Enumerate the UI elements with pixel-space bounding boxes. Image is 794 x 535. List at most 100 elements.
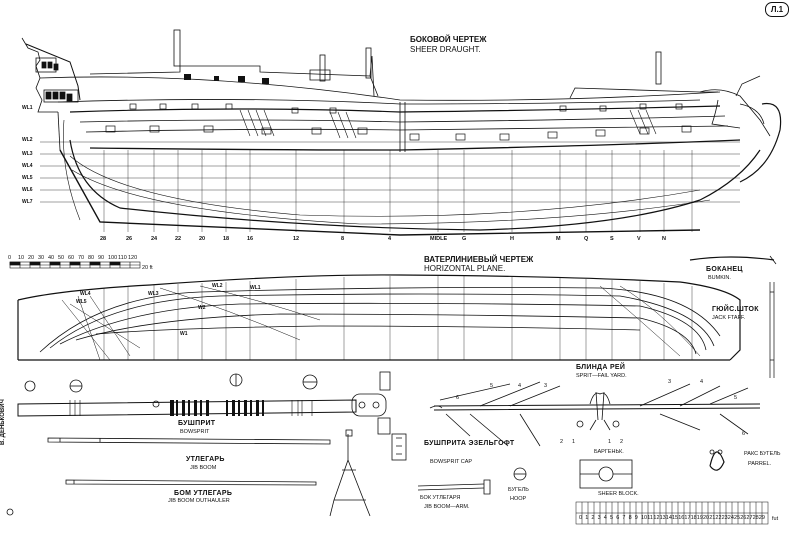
waterline-label: WL5 [22,175,33,181]
station-label: S [610,236,614,242]
ruler-number: 5 [610,515,614,521]
half-breadth-wl-label: WL2 [212,283,223,289]
scale-label: 60 [68,255,75,261]
waterline-label: WL3 [22,151,33,157]
station-label: 20 [199,236,206,242]
station-label: 22 [175,236,182,242]
sheer-title-en: SHEER DRAUGHT. [410,45,481,54]
sheer-draught-hull [21,37,782,236]
ruler-number: 24 [727,515,734,521]
scale-label: 110 [118,255,127,261]
yard-number: 4 [518,383,522,389]
half-breadth-title-ru: ВАТЕРЛИНИЕВЫЙ ЧЕРТЕЖ [424,255,534,264]
scale-label: 80 [88,255,95,261]
yard-number: 1 [572,439,576,445]
ruler-number: 25 [734,515,741,521]
station-label: 24 [151,236,158,242]
jib-outhauler-label-ru: БОМ УТЛЕГАРЬ [174,490,233,497]
bowsprit-label-en: BOWSPRIT [180,429,210,435]
half-breadth-stations [103,276,693,360]
hoop-label-ru: БУГЕЛЬ [508,487,529,493]
ruler-number: 0 [579,515,583,521]
station-label: 28 [100,236,107,242]
ruler-number: 20 [703,515,710,521]
half-breadth-plan [17,274,741,361]
yard-number: 6 [742,431,746,437]
jib-boom-arm-small [417,479,491,495]
waterline-label: WL4 [22,163,33,169]
sheer-stations [103,150,693,232]
station-label: 4 [388,236,392,242]
yard-number: 2 [620,439,624,445]
half-breadth-wl-label: WL3 [148,291,159,297]
waterline-label: WL7 [22,199,33,205]
ruler-number: 6 [616,515,620,521]
ruler-number: 27 [746,515,753,521]
author-signature: В. ДЕНЬКОВИЧ [0,399,6,445]
scale-label: 0 [8,255,12,261]
yard-number: 5 [490,383,494,389]
scale-label: 10 [18,255,25,261]
bowsprit-cap-label-ru: БУШПРИТА ЭЗЕЛЬГОФТ [424,440,515,447]
jib-boom-arm-drawing [329,429,407,517]
station-label: 12 [293,236,300,242]
scale-label: 20 [28,255,35,261]
ruler-number: 11 [647,515,653,521]
ruler-number: 22 [715,515,722,521]
sheer-diagonals [63,119,711,225]
gunports-lower [105,103,692,141]
bowsprit-label-ru: БУШПРИТ [178,420,216,427]
ruler-number: 16 [678,515,685,521]
jib-outhauler-label-en: JIB BOOM OUTHAULER [168,498,230,504]
yard-number: 2 [560,439,564,445]
spritsail-yard-drawing [429,381,761,447]
parrel-label-ru: РАКС БУГЕЛЬ [744,451,781,457]
station-label: N [662,236,666,242]
sheet-number: Л.1 [765,2,789,17]
spritsail-yard-label-en: SPRIT—FAIL YARD. [576,373,627,379]
scale-label: 30 [38,255,45,261]
bottom-ruler [575,501,769,525]
hoop-label-en: HOOP [510,496,527,502]
station-label: G [462,236,467,242]
sheer-block-label-ru: БАРГЕНЬК. [594,449,624,455]
sheer-block-drawing [579,459,633,489]
sheer-block-label-en: SHEER BLOCK. [598,491,639,497]
half-breadth-wl-label: WL4 [80,291,91,297]
parrel-drawing [709,449,725,471]
jack-staff-label-en: JACK FTAFF. [712,315,746,321]
bumkin-label-en: BUMKIN. [708,275,731,281]
jib-boom-label-ru: УТЛЕГАРЬ [186,456,225,463]
ruler-number: 29 [758,515,765,521]
ruler-unit: fut [772,516,779,522]
station-label: 26 [126,236,133,242]
waterline-label: WL6 [22,187,33,193]
station-label: 8 [341,236,345,242]
yard-number: 1 [608,439,612,445]
spritsail-yard-label-ru: БЛИНДА РЕЙ [576,364,626,371]
scale-unit: 20 ft [142,265,153,271]
ruler-number: 2 [591,515,595,521]
ruler-number: 4 [603,515,607,521]
ruler-number: 1 [585,515,589,521]
channels-chains [239,109,657,139]
corner-mark [6,508,14,516]
hoop-drawing [513,467,527,481]
bumkin-label-ru: БОКАНЕЦ [706,266,743,273]
jib-boom-arm-label-ru: БОК УТЛЕГАРЯ [420,495,461,501]
yard-number: 3 [544,383,548,389]
ruler-number: 19 [696,515,703,521]
jib-boom-drawing [47,437,331,486]
station-label: 18 [223,236,230,242]
station-label: MIDLE [430,236,448,242]
ruler-number: 23 [721,515,728,521]
ruler-number: 17 [684,515,691,521]
ruler-number: 3 [597,515,601,521]
gunports [184,74,269,84]
scale-label: 100 [108,255,118,261]
scale-bar [9,261,141,269]
bowsprit-drawing [17,373,387,417]
scale-label: 70 [78,255,85,261]
scale-label: 50 [58,255,65,261]
